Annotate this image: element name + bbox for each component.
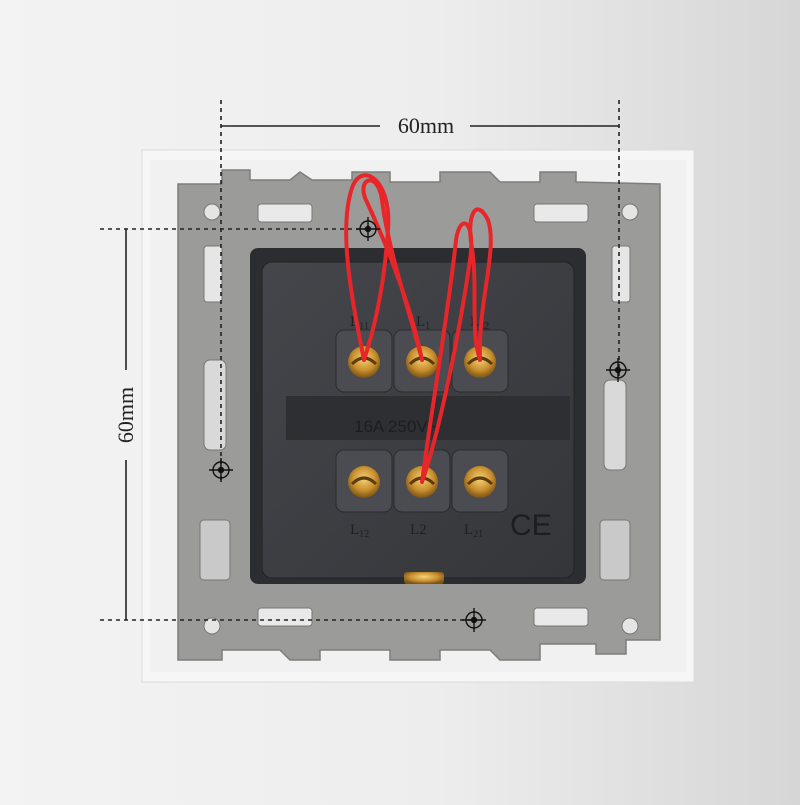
mounting-hole-target [356, 217, 380, 241]
mounting-hole-target [209, 458, 233, 482]
red-wires [344, 173, 493, 484]
height-dimension-label: 60mm [113, 387, 138, 443]
terminal-label-l21: L21 [464, 522, 483, 540]
wire-jumper [420, 221, 474, 484]
terminal-screw [464, 466, 496, 498]
terminal-label-l1: L1 [416, 314, 430, 332]
mounting-hole-target [462, 608, 486, 632]
width-dimension-label: 60mm [398, 113, 454, 138]
rating-label: 16A 250V~ [354, 417, 438, 436]
terminal-label-l2: L2 [410, 522, 427, 538]
switch-module [250, 248, 586, 584]
wire-loop-l22 [468, 207, 493, 362]
dimension-lines [100, 100, 620, 621]
mounting-hole-target [606, 358, 630, 382]
terminal-label-l12: L12 [350, 522, 369, 540]
wire-loop-l11 [344, 173, 391, 362]
terminal-labels-bottom: L12 L2 L21 [350, 522, 483, 540]
wire-loop-l1 [361, 178, 424, 362]
terminal-screws [348, 346, 496, 498]
mounting-holes [209, 217, 630, 632]
terminal-screw [348, 466, 380, 498]
terminal-label-l11: L11 [350, 314, 369, 332]
ce-mark: CE [510, 509, 552, 542]
